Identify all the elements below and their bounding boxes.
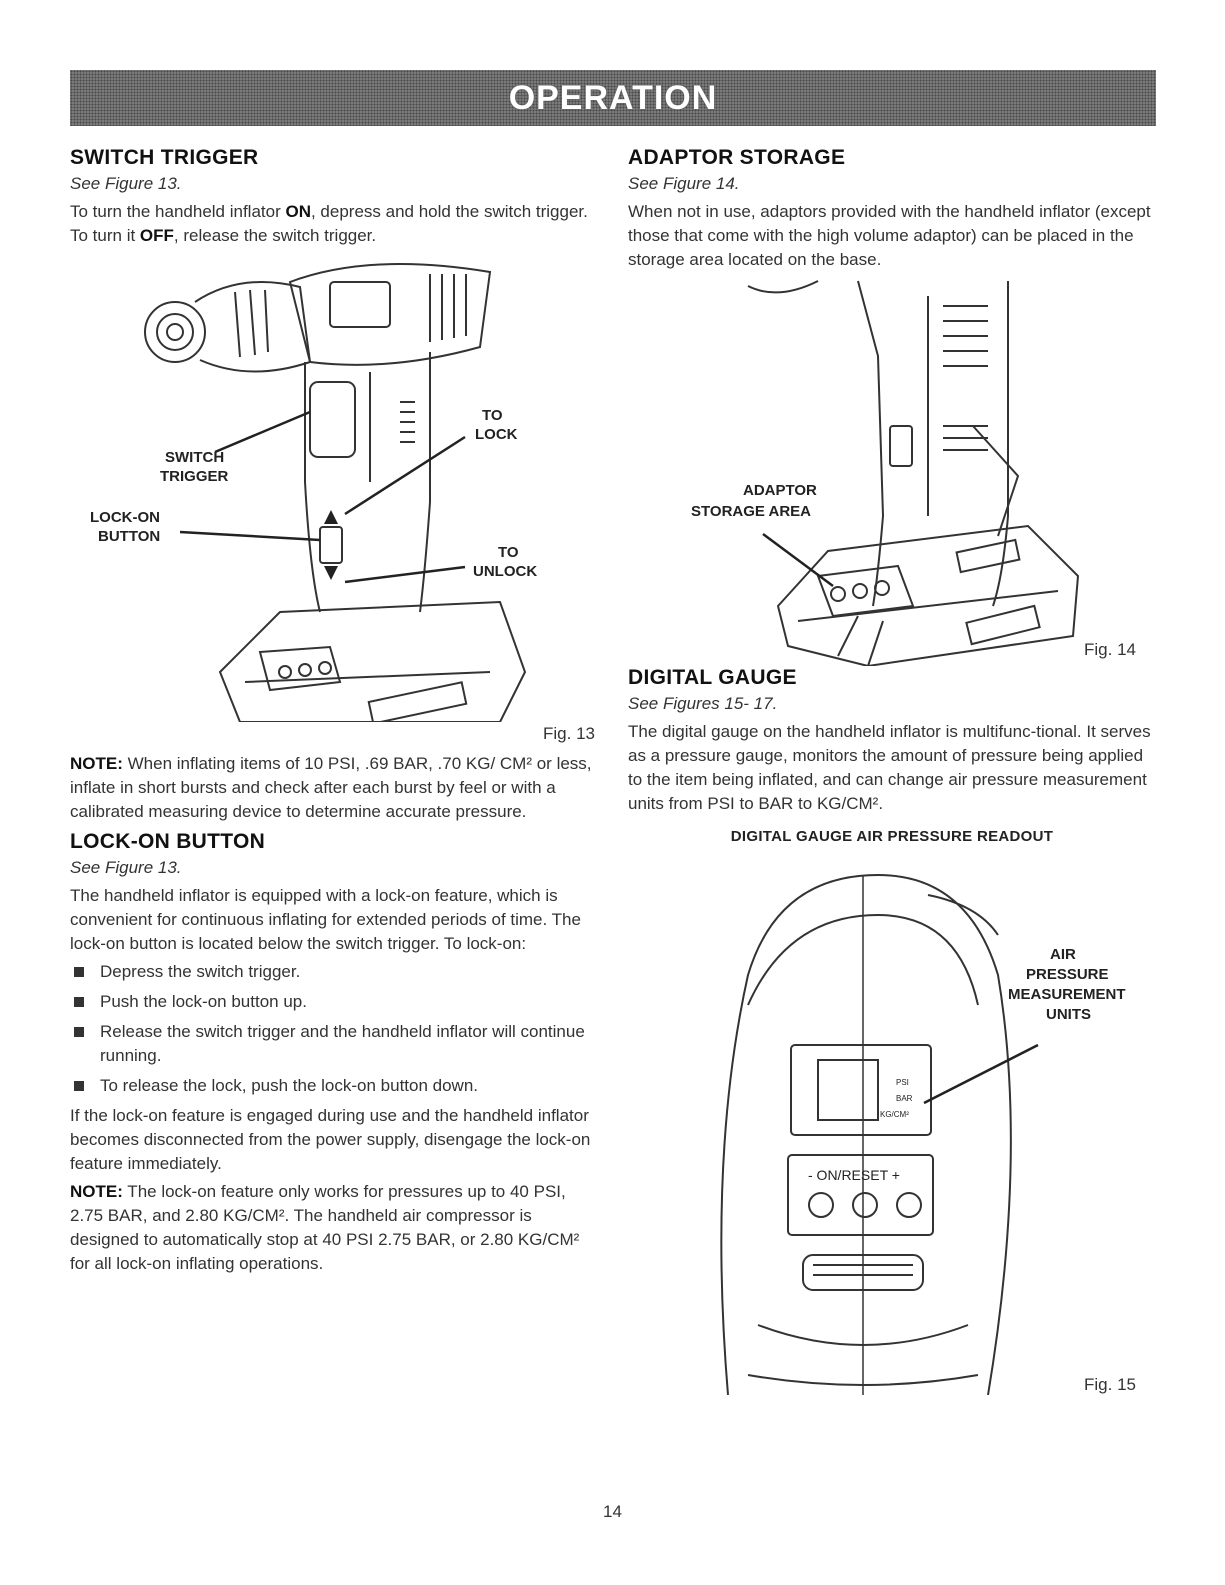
switch-trigger-paragraph: To turn the handheld inflator ON, depres… [70,202,588,245]
lockon-steps: Depress the switch trigger. Push the loc… [70,960,595,1098]
unit-bar: BAR [896,1094,913,1103]
gauge-button-label: - ON/RESET + [808,1167,900,1183]
bullet-square-icon [74,1081,84,1091]
inflator-base-illustration: ADAPTOR STORAGE AREA [691,280,1080,666]
bullet-square-icon [74,1027,84,1037]
right-column: ADAPTOR STORAGE See Figure 14. When not … [628,146,1156,1415]
lockon-paragraph: The handheld inflator is equipped with a… [70,886,581,953]
label-lock-1: TO [482,407,503,424]
adaptor-storage-heading: ADAPTOR STORAGE [628,146,846,169]
label-pressure: PRESSURE [1026,966,1109,983]
note-low-pressure: NOTE: When inflating items of 10 PSI, .6… [70,754,592,821]
bullet-square-icon [74,997,84,1007]
adaptor-storage-figure-ref: See Figure 14. [628,174,740,193]
section-title: OPERATION [508,78,718,117]
minus-button-icon [808,1192,834,1218]
label-lockon-2: BUTTON [98,528,160,545]
label-lockon-1: LOCK-ON [90,509,160,526]
list-item: Depress the switch trigger. [70,960,595,984]
figure-15: PSI BAR KG/CM² - ON/RESET + AIR PRESSURE… [628,855,1156,1415]
figure-13: SWITCH TRIGGER LOCK-ON BUTTON TO LOCK TO… [70,252,595,752]
onreset-button-icon [852,1192,878,1218]
plus-button-icon [896,1192,922,1218]
nozzle-outer [144,301,206,363]
digital-gauge-heading: DIGITAL GAUGE [628,666,797,689]
page-number: 14 [603,1502,622,1521]
fig15-number: Fig. 15 [1084,1375,1136,1394]
switch-trigger-heading: SWITCH TRIGGER [70,146,259,169]
label-switch-1: SWITCH [165,449,224,466]
digital-gauge-paragraph: The digital gauge on the handheld inflat… [628,722,1151,813]
inflator-side-illustration: SWITCH TRIGGER LOCK-ON BUTTON TO LOCK TO… [90,263,537,722]
digital-gauge-caption: DIGITAL GAUGE AIR PRESSURE READOUT [730,828,1054,845]
label-adaptor-1: ADAPTOR [743,482,817,499]
up-arrow-icon [324,510,338,524]
switch-trigger-shape [309,381,356,458]
fig13-number: Fig. 13 [543,724,595,743]
list-item: To release the lock, push the lock-on bu… [70,1074,595,1098]
switch-trigger-figure-ref: See Figure 13. [70,174,182,193]
adaptor-storage-paragraph: When not in use, adaptors provided with … [628,202,1151,269]
digital-gauge-figure-ref: See Figures 15- 17. [628,694,778,713]
label-measurement: MEASUREMENT [1008,986,1126,1003]
figure-14: ADAPTOR STORAGE AREA Fig. 14 [628,276,1156,666]
label-switch-2: TRIGGER [160,468,229,485]
down-arrow-icon [324,566,338,580]
bullet-square-icon [74,967,84,977]
section-banner: OPERATION [70,70,1156,126]
label-units: UNITS [1046,1006,1091,1023]
lockon-button-shape [319,526,343,564]
note-lockon-limit: NOTE: The lock-on feature only works for… [70,1182,580,1273]
lockon-heading: LOCK-ON BUTTON [70,830,266,853]
label-unlock-1: TO [498,544,519,561]
digital-gauge-illustration: PSI BAR KG/CM² - ON/RESET + AIR PRESSURE… [720,873,1126,1395]
lockon-disconnect-paragraph: If the lock-on feature is engaged during… [70,1106,591,1173]
left-column: SWITCH TRIGGER See Figure 13. To turn th… [70,146,595,1280]
label-adaptor-2: STORAGE AREA [691,503,811,520]
list-item: Push the lock-on button up. [70,990,595,1014]
label-lock-2: LOCK [475,426,518,443]
label-unlock-2: UNLOCK [473,563,537,580]
unit-psi: PSI [896,1078,909,1087]
lockon-figure-ref: See Figure 13. [70,858,182,877]
list-item: Release the switch trigger and the handh… [70,1020,595,1068]
unit-kg: KG/CM² [880,1110,909,1119]
label-air: AIR [1050,946,1076,963]
fig14-number: Fig. 14 [1084,640,1136,659]
